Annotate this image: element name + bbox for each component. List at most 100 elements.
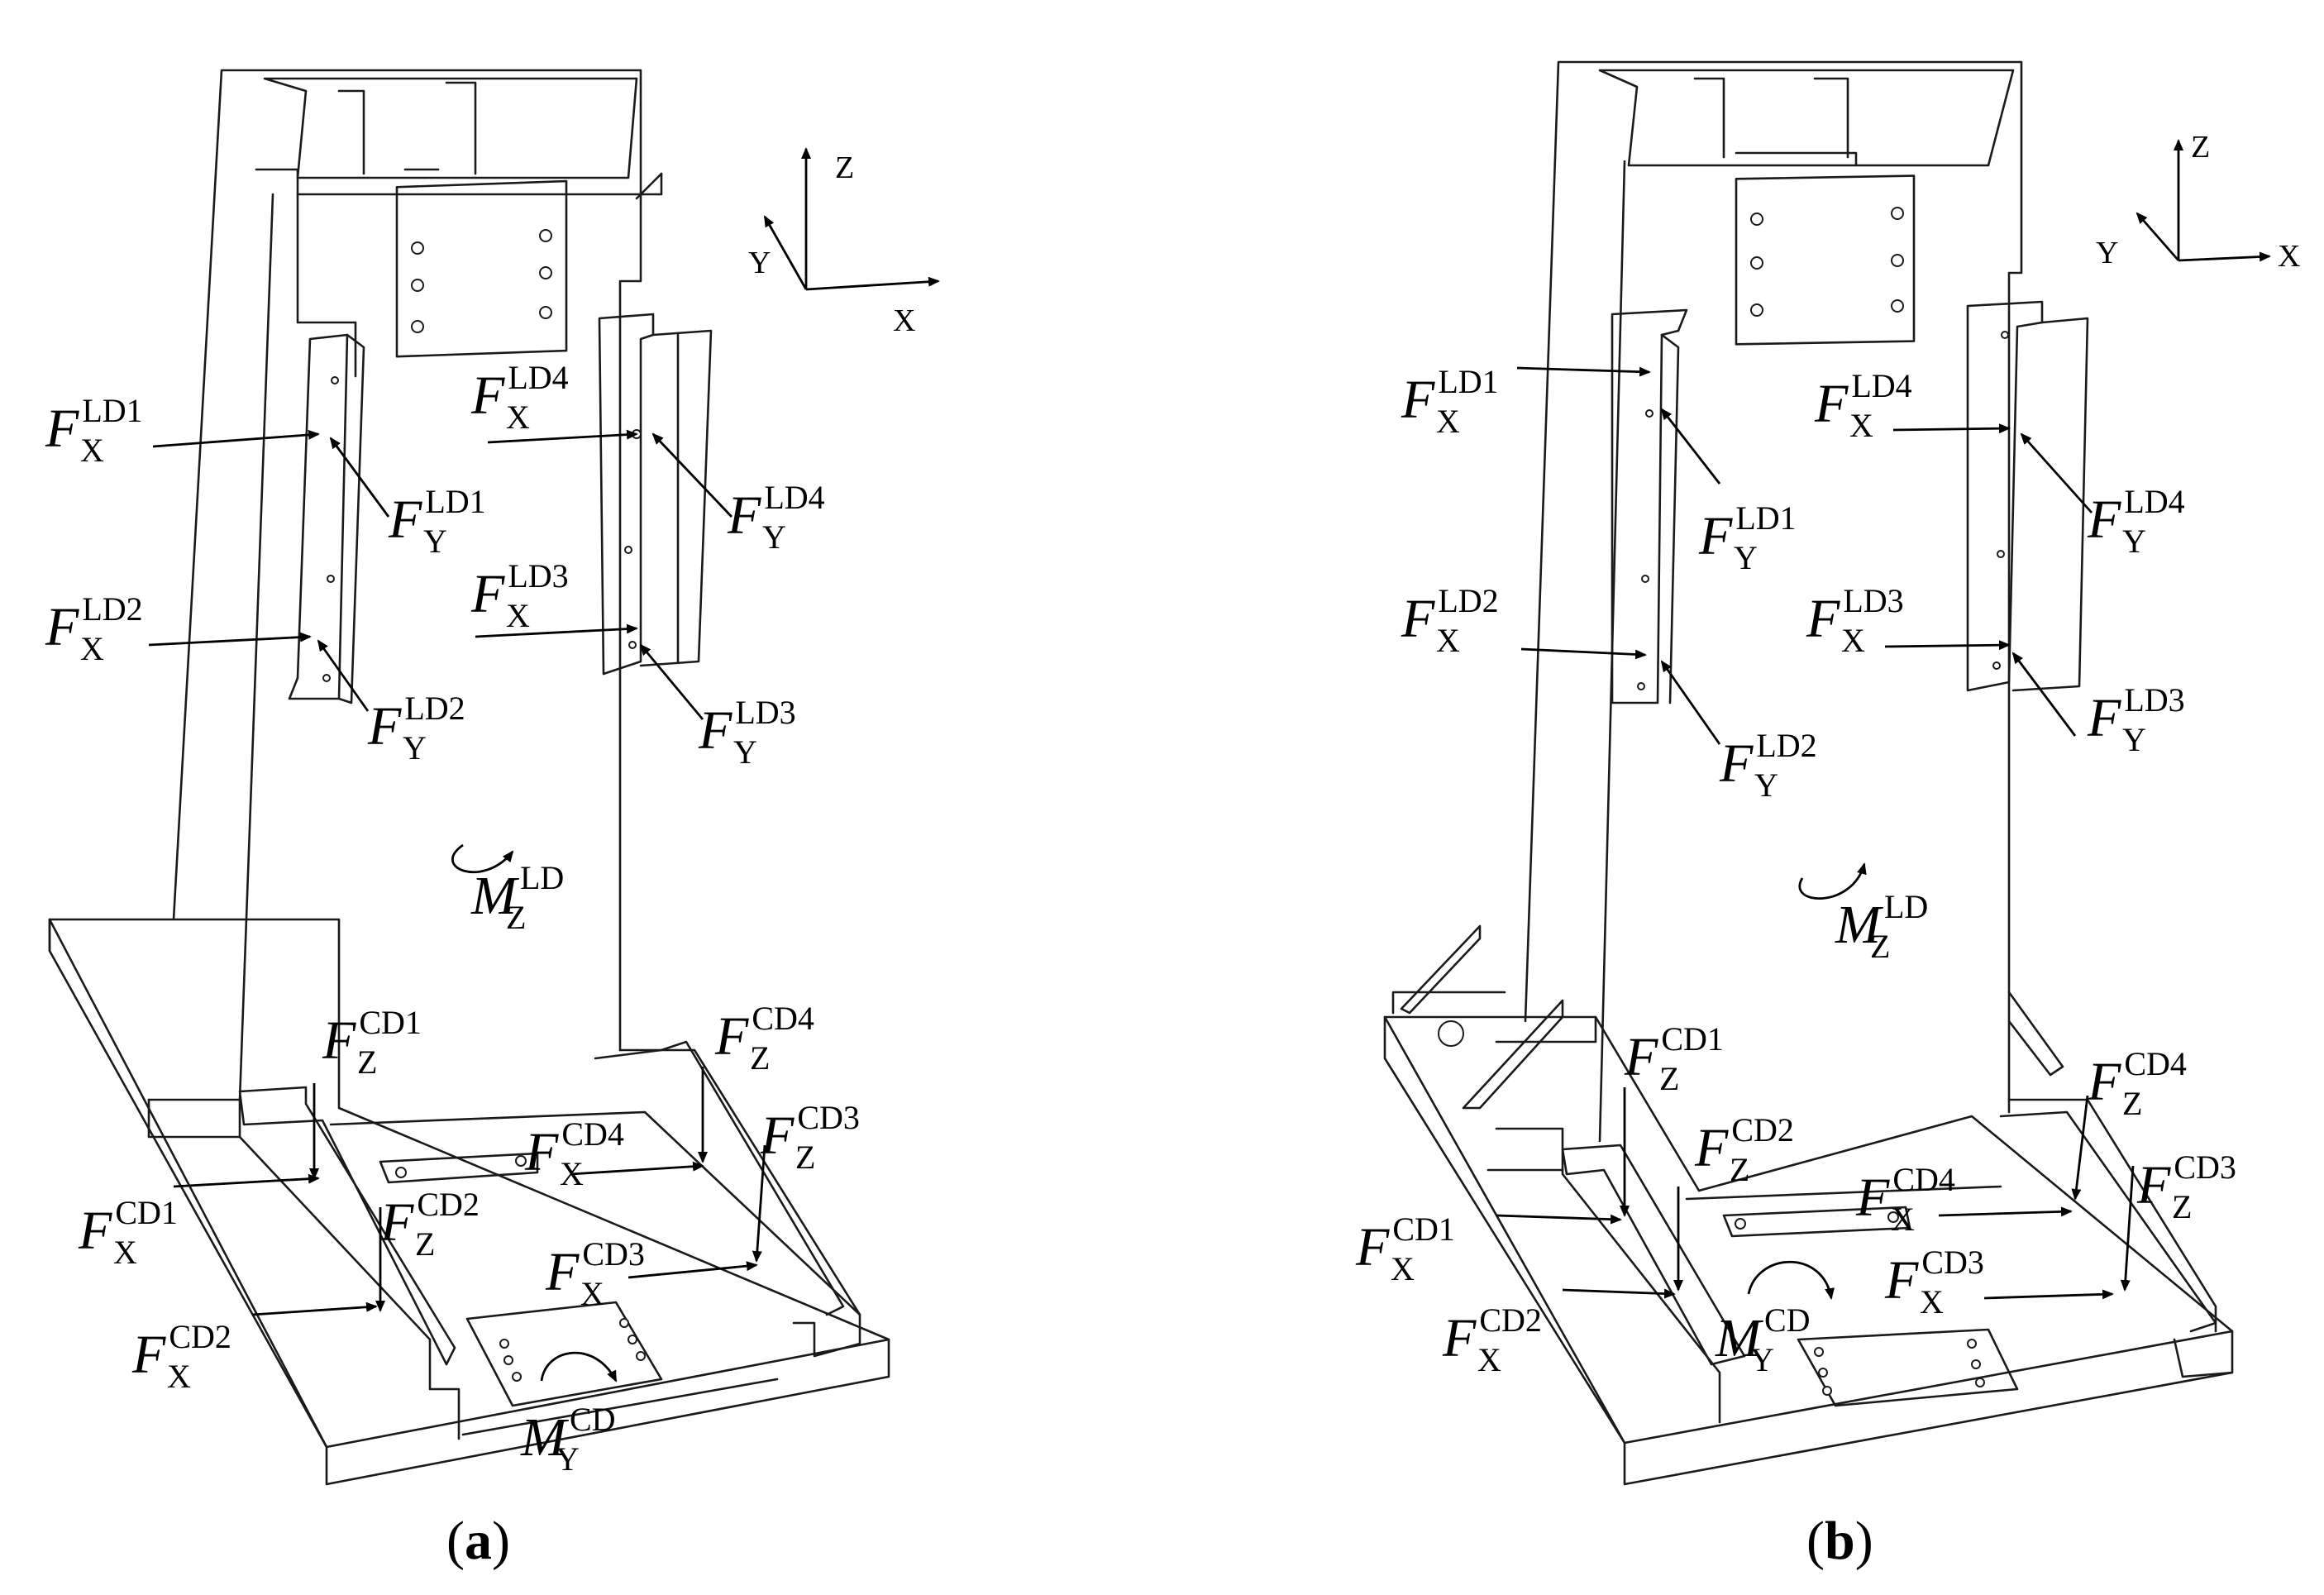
label-sub-fx-cd1-b: X [1391,1250,1415,1287]
label-sub-my-cd-b: Y [1750,1341,1774,1378]
right-rail-a [598,313,713,676]
label-sub-fz-cd2-b: Z [1730,1151,1749,1188]
axis-label-z-b: Z [2191,130,2210,165]
label-sub-fx-cd1-a: X [113,1234,137,1271]
label-sub-fx-ld3-a: X [506,597,530,634]
label-sub-fy-ld3-a: Y [733,733,757,771]
x-axis-b [2178,251,2271,262]
label-sub-my-cd-a: Y [556,1440,580,1478]
panel-b: Z Y X [1383,60,2300,1486]
column-body-b [1391,60,2064,1143]
axis-label-z-a: Z [835,150,854,185]
label-sub-fx-ld3-b: X [1841,622,1865,659]
label-sub-fx-ld2-a: X [80,630,104,667]
label-sub-fz-cd1-a: Z [357,1043,377,1081]
x-axis-a [805,276,940,291]
label-sub-fx-cd2-b: X [1477,1341,1501,1378]
label-sub-fz-cd2-a: Z [415,1225,435,1263]
label-sub-fx-ld2-b: X [1436,622,1460,659]
y-axis-b [2136,212,2180,261]
caption-a: (a) [446,1511,510,1571]
label-sub-fx-cd3-b: X [1920,1283,1944,1320]
axis-triad-b: Z Y X [2096,130,2300,274]
label-sub-fy-ld2-a: Y [403,729,427,766]
label-sub-fy-ld2-b: Y [1754,766,1778,804]
left-rail-b [1611,308,1688,704]
axis-label-x-b: X [2278,239,2300,274]
axis-label-x-a: X [893,303,915,338]
label-sub-fx-ld1-b: X [1436,403,1460,440]
label-sub-fx-cd3-a: X [580,1275,604,1312]
label-sub-fx-cd4-b: X [1891,1201,1915,1238]
left-rail-a [288,333,365,704]
label-sub-fx-cd4-a: X [560,1155,584,1192]
lower-rails-a [238,1040,845,1407]
label-sub-fz-cd3-a: Z [795,1139,815,1176]
label-sub-fy-ld1-b: Y [1734,539,1758,576]
label-sub-fx-ld4-b: X [1849,407,1873,444]
label-sub-fy-ld1-a: Y [423,523,447,560]
y-axis-a [763,215,808,290]
label-sub-mz-ld-b: Z [1870,928,1890,965]
axis-label-y-b: Y [2096,236,2118,270]
column-body-a [172,69,663,1101]
caption-b: (b) [1806,1511,1873,1571]
label-sub-mz-ld-a: Z [506,899,526,936]
label-sub-fy-ld4-b: Y [2122,523,2146,560]
label-sub-fz-cd4-b: Z [2122,1085,2142,1122]
force-arrows-b [1496,366,2135,1300]
panel-a: Z Y X [48,69,940,1486]
label-sub-fy-ld3-b: Y [2122,721,2146,758]
axis-triad-a: Z Y X [748,147,940,338]
label-sub-fy-ld4-a: Y [762,518,786,556]
label-sub-fx-ld4-a: X [506,399,530,436]
right-rail-b [1966,300,2089,692]
label-sub-fz-cd3-b: Z [2172,1188,2192,1225]
lower-rails-b [1561,1110,2217,1407]
label-sub-fz-cd4-a: Z [750,1039,770,1077]
force-arrows-a [148,429,766,1382]
label-sub-fx-cd2-a: X [167,1358,191,1395]
axis-label-y-a: Y [748,246,771,280]
base-plate-b [1383,1015,2234,1486]
label-sub-fx-ld1-a: X [80,432,104,469]
label-sub-fz-cd1-b: Z [1659,1060,1679,1097]
